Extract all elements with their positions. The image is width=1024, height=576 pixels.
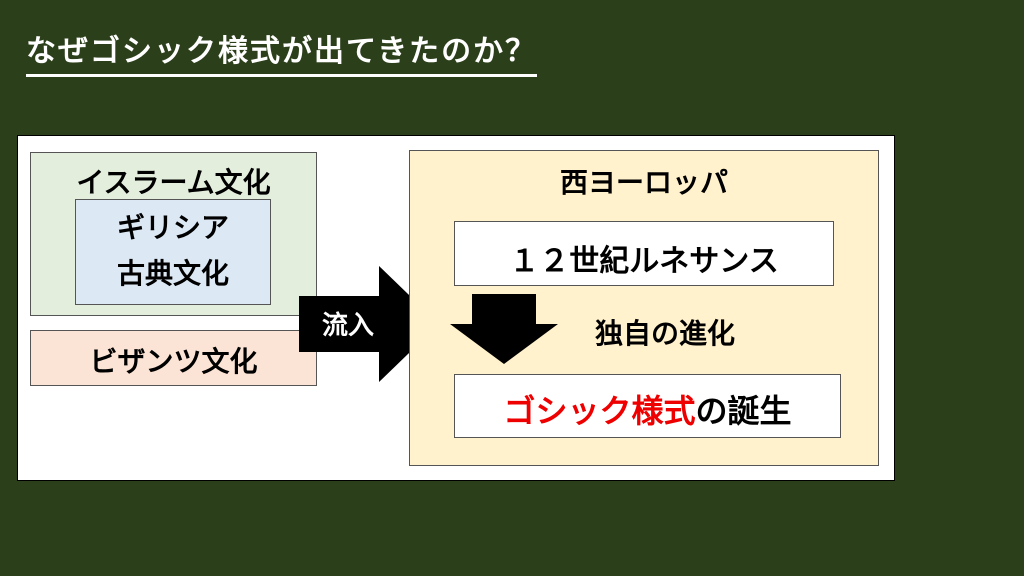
renaissance-12c-box: １２世紀ルネサンス [454,221,834,286]
gothic-birth-label: ゴシック様式の誕生 [455,386,840,432]
independent-evolution-label: 独自の進化 [595,317,736,350]
byzantine-culture-label: ビザンツ文化 [89,345,258,378]
diagram-panel: イスラーム文化 ギリシア 古典文化 ビザンツ文化 流入 西ヨーロッパ １２世紀ル… [17,135,895,481]
greek-culture-label-line1: ギリシア [116,211,229,244]
byzantine-culture-box: ビザンツ文化 [30,330,317,386]
arrow-down-icon [450,294,558,364]
gothic-birth-suffix-text: の誕生 [695,392,792,430]
western-europe-label: 西ヨーロッパ [559,166,728,199]
greek-culture-label-line2: 古典文化 [116,257,229,290]
inflow-label: 流入 [321,311,374,341]
arrow-right-icon [299,266,439,382]
gothic-birth-box: ゴシック様式の誕生 [454,374,841,438]
islamic-culture-label: イスラーム文化 [76,166,271,199]
greek-culture-box: ギリシア 古典文化 [75,199,271,305]
slide-title: なぜゴシック様式が出てきたのか？ [26,32,538,77]
gothic-style-text: ゴシック様式 [503,392,696,430]
renaissance-12c-label: １２世紀ルネサンス [509,244,779,279]
